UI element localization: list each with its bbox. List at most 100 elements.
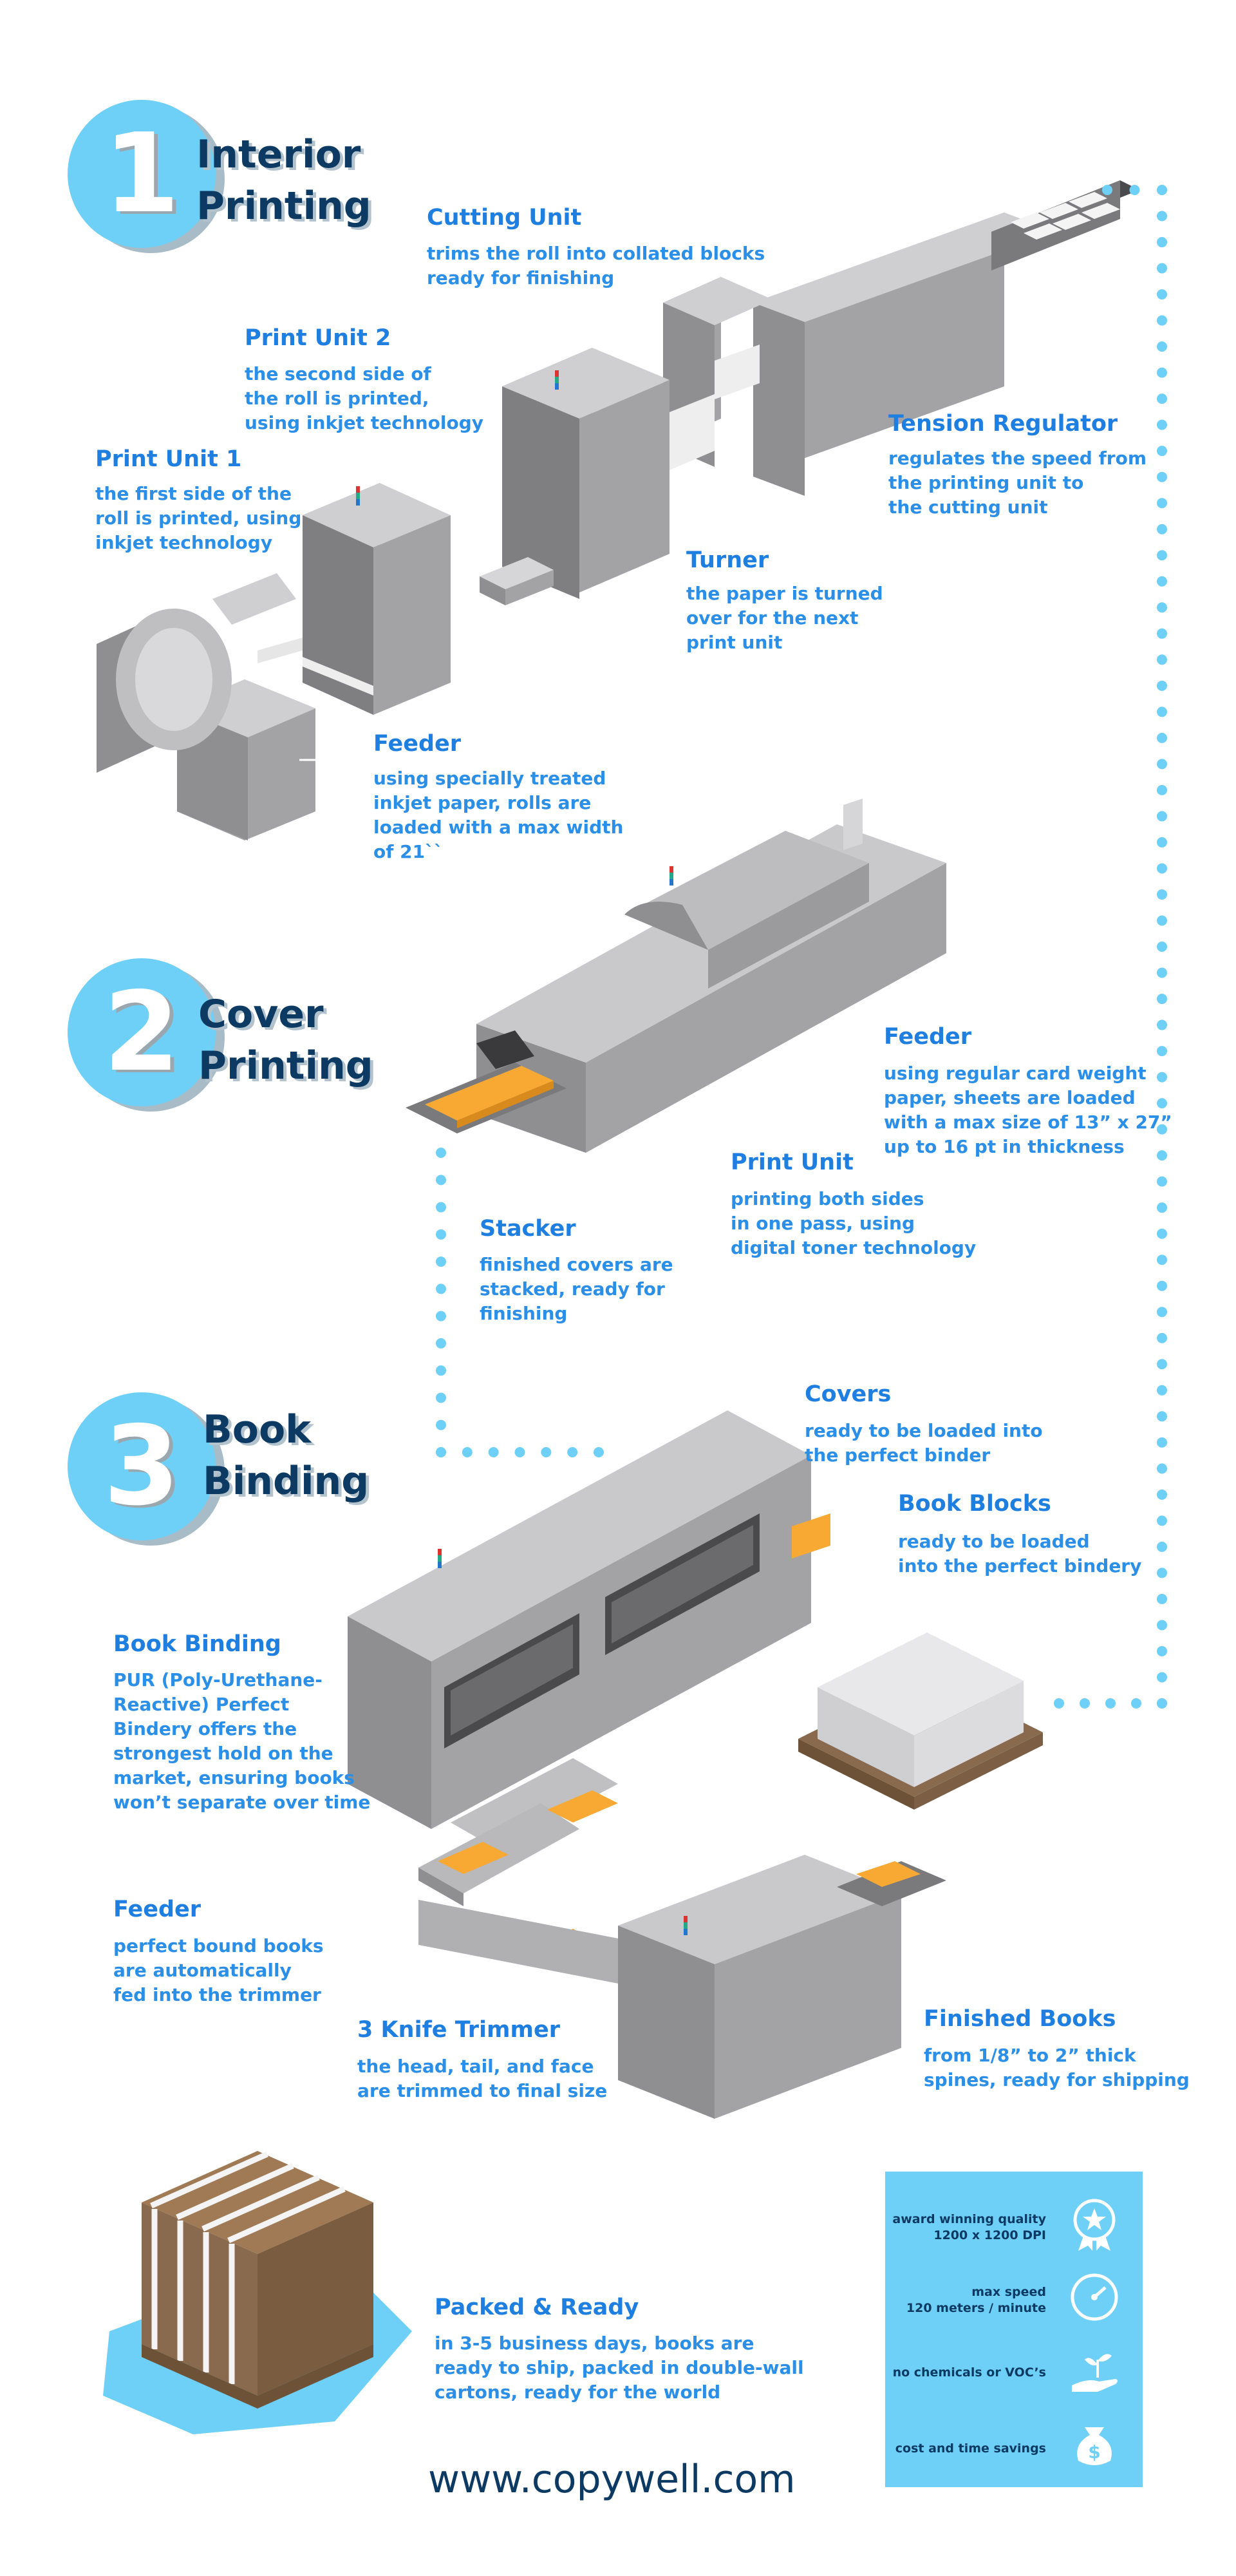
book-binding-desc: PUR (Poly-Urethane- Reactive) Perfect Bi…: [113, 1669, 371, 1813]
connector-dot: [1157, 1489, 1167, 1500]
packed-title: Packed & Ready: [435, 2295, 639, 2320]
connector-dot: [1157, 263, 1167, 274]
connector-dot: [1157, 967, 1167, 978]
connector-dot: [1157, 1150, 1167, 1161]
connector-dot: [1157, 1176, 1167, 1187]
cutting-unit-machine: [753, 180, 1139, 496]
connector-dot: [436, 1447, 446, 1457]
print-unit-1-title: Print Unit 1: [95, 446, 242, 472]
trimmer-title: 3 Knife Trimmer: [357, 2017, 560, 2043]
connector-dot: [541, 1447, 552, 1457]
connector-dot: [436, 1419, 446, 1430]
connector-dot: [1157, 393, 1167, 404]
section-1-circle: 1: [68, 100, 216, 248]
connector-dot: [1157, 1019, 1167, 1030]
connector-dot: [1157, 1593, 1167, 1604]
connector-dot: [1157, 367, 1167, 378]
connector-dot: [1157, 1463, 1167, 1474]
connector-dot: [1129, 185, 1140, 195]
feeder-2-desc: using regular card weight paper, sheets …: [884, 1063, 1172, 1157]
connector-dot: [1157, 1255, 1167, 1265]
connector-dot: [1157, 471, 1167, 482]
connector-dot: [1157, 1437, 1167, 1448]
connector-dot: [436, 1202, 446, 1213]
connector-dot: [1054, 1698, 1064, 1709]
connector-dot: [1157, 315, 1167, 326]
finished-books-desc: from 1/8” to 2” thick spines, ready for …: [924, 2045, 1190, 2090]
connector-dot: [436, 1229, 446, 1240]
connector-dot: [436, 1311, 446, 1321]
connector-dot: [1157, 1515, 1167, 1526]
connector-dot: [1157, 1620, 1167, 1631]
connector-dot: [1157, 576, 1167, 587]
book-blocks-title: Book Blocks: [898, 1491, 1051, 1517]
print-unit-2-desc: the second side of the roll is printed, …: [245, 363, 483, 433]
print-unit-2-machine: [502, 348, 715, 599]
feature-speed: max speed 120 meters / minute: [906, 2285, 1046, 2315]
section-3-title: Book Binding: [203, 1407, 370, 1504]
turner-desc: the paper is turned over for the next pr…: [686, 583, 883, 653]
connector-dot: [436, 1256, 446, 1267]
connector-dot: [1157, 628, 1167, 639]
connector-dot: [436, 1175, 446, 1186]
connector-dot: [1157, 889, 1167, 900]
connector-dot: [514, 1447, 525, 1457]
feature-quality: award winning quality 1200 x 1200 DPI: [892, 2212, 1046, 2242]
connector-dot: [1102, 185, 1112, 195]
connector-dot: [1157, 1124, 1167, 1135]
money-bag-icon: $: [1077, 2427, 1112, 2465]
connector-dot: [1157, 1567, 1167, 1578]
connector-dot: [1157, 1202, 1167, 1213]
connector-dot: [1157, 915, 1167, 926]
feeder-3-title: Feeder: [113, 1897, 201, 1922]
section-2-circle: 2: [68, 958, 216, 1106]
book-binding-machine: [348, 1410, 946, 2119]
print-unit-title: Print Unit: [731, 1150, 854, 1175]
section-3-circle: 3: [68, 1392, 216, 1540]
connector-dot: [1157, 341, 1167, 352]
connector-dot: [1131, 1698, 1141, 1709]
connector-dot: [436, 1365, 446, 1376]
section-2-number: 2: [103, 969, 180, 1096]
feeder-1-desc: using specially treated inkjet paper, ro…: [373, 768, 624, 862]
connector-dot: [1157, 1307, 1167, 1318]
tension-regulator-title: Tension Regulator: [888, 411, 1118, 437]
turner-title: Turner: [686, 547, 769, 573]
section-2-title: Cover Printing: [198, 992, 373, 1088]
award-icon: [1073, 2199, 1116, 2251]
connector-dot: [1157, 498, 1167, 509]
finished-books-title: Finished Books: [924, 2006, 1116, 2032]
connector-dot: [1157, 524, 1167, 535]
feature-savings: cost and time savings: [895, 2441, 1046, 2456]
connector-dot: [1080, 1698, 1090, 1709]
cutting-unit-desc: trims the roll into collated blocks read…: [427, 243, 765, 289]
stacker-desc: finished covers are stacked, ready for f…: [480, 1254, 673, 1324]
connector-dot: [1157, 1385, 1167, 1396]
feeder-roll-machine: [97, 573, 315, 840]
connector-dot: [1157, 1672, 1167, 1683]
connector-dot: [1157, 211, 1167, 222]
connector-dot: [462, 1447, 473, 1457]
connector-dot: [1157, 1072, 1167, 1083]
speedometer-icon: [1071, 2273, 1118, 2321]
connector-dot: [1157, 1359, 1167, 1370]
feeder-1-title: Feeder: [373, 731, 462, 757]
connector-dot: [1157, 1698, 1167, 1709]
connector-dot: [1157, 811, 1167, 822]
connector-dot: [488, 1447, 499, 1457]
trimmer-desc: the head, tail, and face are trimmed to …: [357, 2056, 608, 2101]
website-url: www.copywell.com: [428, 2457, 796, 2502]
covers-desc: ready to be loaded into the perfect bind…: [805, 1420, 1043, 1466]
connector-dot: [1157, 994, 1167, 1005]
connector-dot: [1157, 1541, 1167, 1552]
connector-dot: [1157, 1280, 1167, 1291]
connector-dot: [1157, 654, 1167, 665]
connector-dot: [1157, 942, 1167, 952]
connector-dot: [1157, 784, 1167, 795]
print-unit-1-machine: [303, 483, 451, 715]
connector-dot: [1157, 185, 1167, 195]
feeder-2-title: Feeder: [884, 1024, 972, 1050]
connector-dot: [436, 1392, 446, 1403]
covers-title: Covers: [805, 1381, 892, 1407]
